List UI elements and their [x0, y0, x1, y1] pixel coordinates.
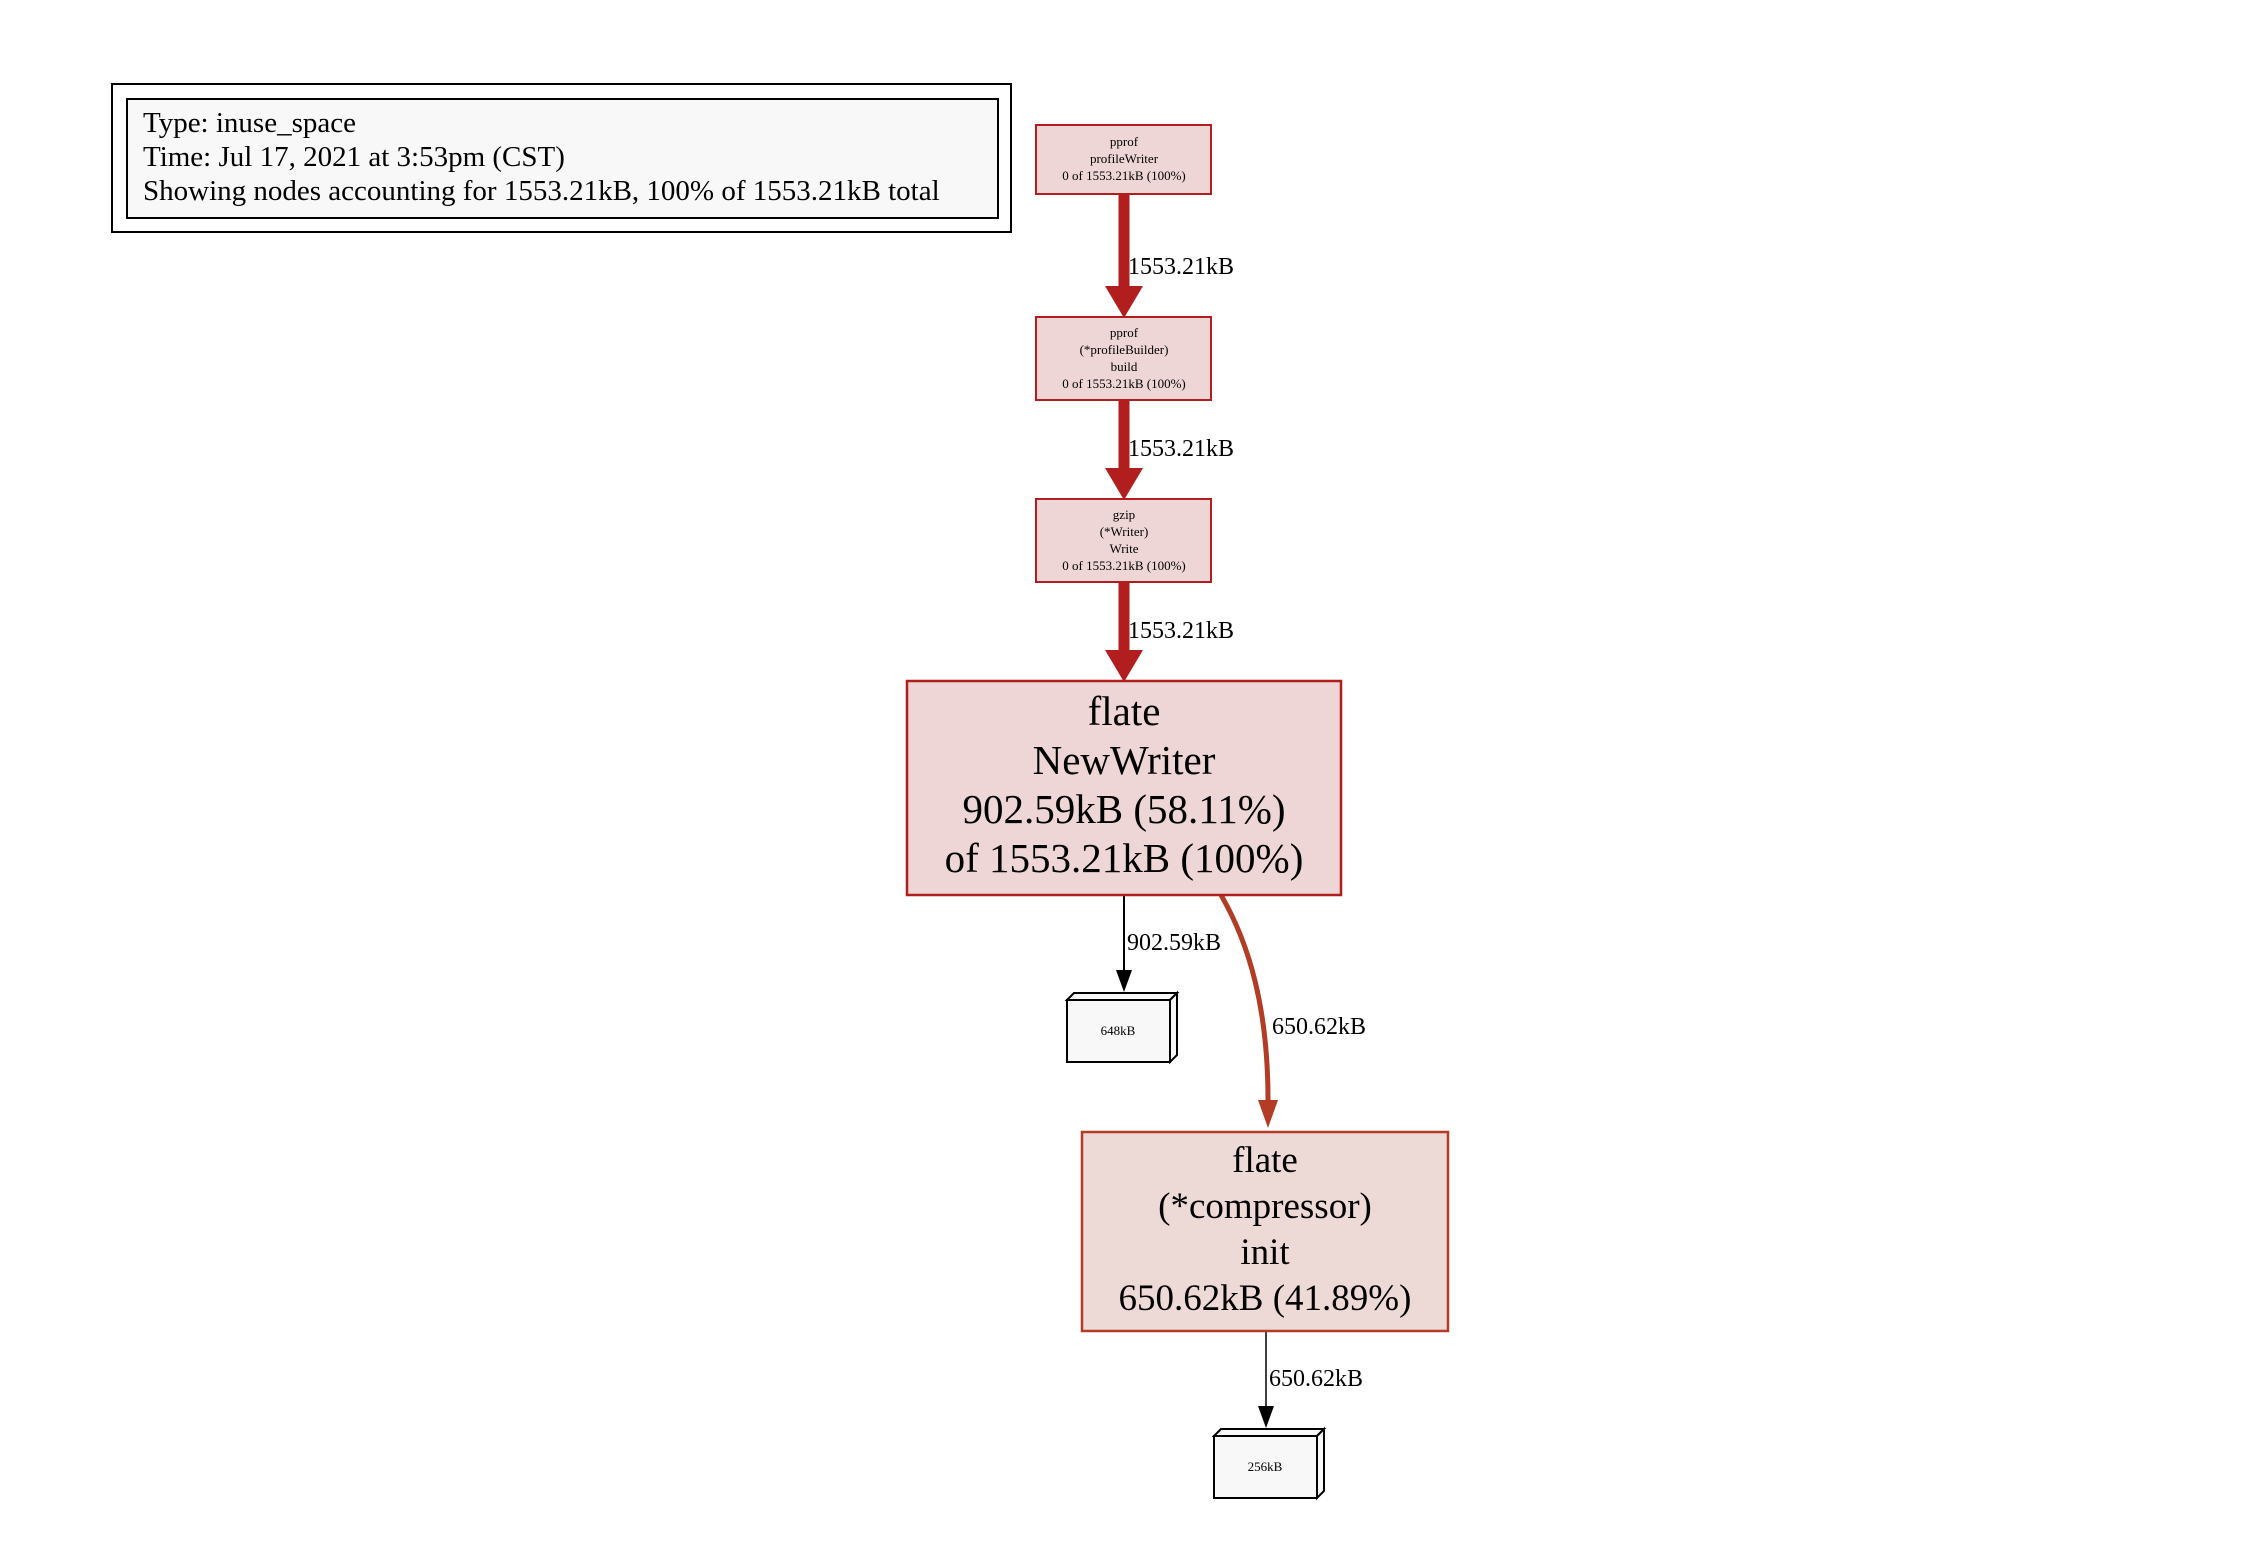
node-package: pprof	[1110, 134, 1139, 149]
node-flat-value: 650.62kB (41.89%)	[1119, 1278, 1412, 1319]
edge-label: 650.62kB	[1272, 1014, 1366, 1040]
legend-type: Type: inuse_space	[143, 107, 356, 139]
node-pprof-profilebuilder-build[interactable]: pprof (*profileBuilder) build 0 of 1553.…	[1035, 316, 1212, 401]
edge-profilebuilder-to-gzip-write[interactable]: 1553.21kB	[1105, 400, 1234, 500]
node-package: flate	[1232, 1140, 1298, 1181]
node-cum-value: 0 of 1553.21kB (100%)	[1062, 376, 1186, 391]
edge-label: 1553.21kB	[1128, 254, 1234, 280]
node-flat-value: 902.59kB (58.11%)	[962, 786, 1285, 832]
edge-newwriter-to-leaf-648kb[interactable]: 902.59kB	[1116, 895, 1221, 992]
edge-label: 1553.21kB	[1128, 436, 1234, 462]
node-pprof-profilewriter[interactable]: pprof profileWriter 0 of 1553.21kB (100%…	[1035, 124, 1212, 195]
node-function: init	[1240, 1232, 1290, 1273]
node-cum-value: of 1553.21kB (100%)	[945, 835, 1304, 881]
box-top-face	[1064, 992, 1180, 1001]
box-front-face	[1213, 1435, 1318, 1499]
node-box	[1035, 498, 1212, 583]
edge-line	[1218, 893, 1271, 1101]
arrowhead-icon	[1105, 286, 1143, 318]
node-cum-value: 0 of 1553.21kB (100%)	[1062, 558, 1186, 573]
arrowhead-icon	[1105, 468, 1143, 500]
leaf-256kb[interactable]: 256kB	[1211, 1426, 1327, 1501]
arrowhead-icon	[1105, 650, 1143, 682]
node-box	[1035, 316, 1212, 401]
node-box	[905, 679, 1343, 897]
node-receiver: (*Writer)	[1100, 524, 1149, 539]
edge-profilewriter-to-profilebuilder[interactable]: 1553.21kB	[1105, 194, 1234, 318]
leaf-648kb[interactable]: 648kB	[1064, 990, 1180, 1065]
leaf-size-label: 256kB	[1248, 1459, 1283, 1474]
node-cum-value: 0 of 1553.21kB (100%)	[1062, 168, 1186, 183]
edge-label: 650.62kB	[1269, 1366, 1363, 1392]
box-side-face	[1316, 1426, 1325, 1501]
node-flate-newwriter[interactable]: flate NewWriter 902.59kB (58.11%) of 155…	[905, 679, 1343, 897]
node-gzip-writer-write[interactable]: gzip (*Writer) Write 0 of 1553.21kB (100…	[1035, 498, 1212, 583]
node-function: NewWriter	[1033, 737, 1216, 783]
node-flate-compressor-init[interactable]: flate (*compressor) init 650.62kB (41.89…	[1080, 1130, 1450, 1333]
edge-newwriter-to-compressor-init[interactable]: 650.62kB	[1218, 893, 1366, 1128]
arrowhead-icon	[1258, 1406, 1274, 1428]
legend-time: Time: Jul 17, 2021 at 3:53pm (CST)	[143, 141, 565, 173]
arrowhead-icon	[1258, 1100, 1278, 1128]
edge-gzip-write-to-newwriter[interactable]: 1553.21kB	[1105, 582, 1234, 682]
legend-summary: Showing nodes accounting for 1553.21kB, …	[143, 175, 940, 207]
legend-inner-frame	[126, 98, 999, 219]
node-package: pprof	[1110, 325, 1139, 340]
node-box	[1080, 1130, 1450, 1333]
edge-label: 1553.21kB	[1128, 618, 1234, 644]
arrowhead-icon	[1116, 970, 1132, 992]
node-function: Write	[1109, 541, 1138, 556]
node-package: flate	[1088, 688, 1161, 734]
node-function: build	[1111, 359, 1138, 374]
node-box	[1035, 124, 1212, 195]
legend: Type: inuse_space Time: Jul 17, 2021 at …	[111, 83, 1012, 233]
node-package: gzip	[1113, 507, 1135, 522]
node-receiver: (*profileBuilder)	[1080, 342, 1169, 357]
box-top-face	[1211, 1428, 1327, 1437]
node-receiver: (*compressor)	[1158, 1186, 1372, 1227]
edge-compressor-init-to-leaf-256kb[interactable]: 650.62kB	[1258, 1331, 1363, 1428]
box-side-face	[1169, 990, 1178, 1065]
node-function: profileWriter	[1090, 151, 1159, 166]
edge-label: 902.59kB	[1127, 930, 1221, 956]
leaf-size-label: 648kB	[1101, 1023, 1136, 1038]
box-front-face	[1066, 999, 1171, 1063]
